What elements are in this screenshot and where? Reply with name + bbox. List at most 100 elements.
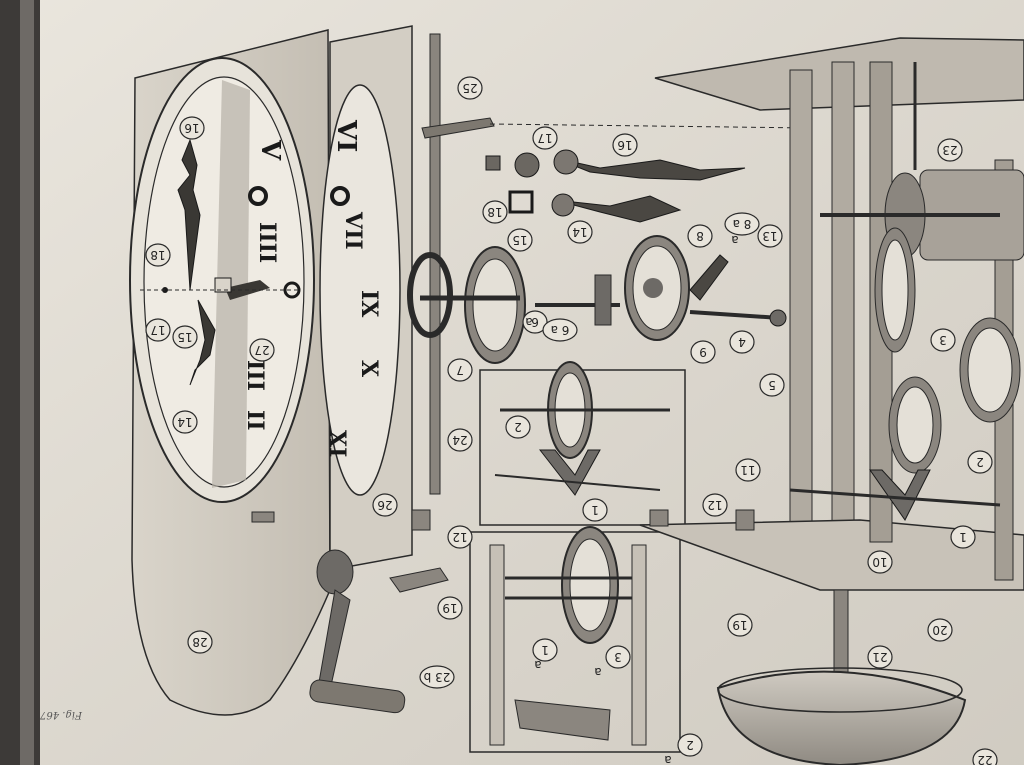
numeral-iiii: IIII <box>254 222 280 263</box>
wheel-7 <box>420 246 526 364</box>
dial-plate: V IIII III II <box>129 29 331 716</box>
callout-circle-c8a <box>724 212 760 236</box>
callout-circle-c28 <box>187 630 213 654</box>
callout-c12b: 12 <box>452 530 467 544</box>
callout-c7: 7 <box>456 363 464 377</box>
loose-hand-parts <box>485 149 746 223</box>
callout-circle-c22 <box>972 748 998 765</box>
callout-c6: 6 <box>531 315 539 329</box>
callout-ca4: a <box>731 233 738 247</box>
callout-c25: 25 <box>462 81 477 95</box>
callout-circle-c19b <box>437 596 463 620</box>
rear-numeral-vi: VI <box>331 119 361 152</box>
callout-circle-c6a <box>542 318 578 342</box>
inset-box-upper <box>479 361 686 526</box>
callout-c10: 10 <box>872 555 887 569</box>
callout-circle-c3b <box>605 645 631 669</box>
callout-circle-c2c <box>677 733 703 757</box>
callout-c15a: 15 <box>177 330 192 344</box>
callout-c23b: 23 b <box>424 670 451 684</box>
callout-circle-c3a <box>930 328 956 352</box>
callout-circle-c24 <box>447 428 473 452</box>
callout-c1b: 1 <box>959 530 967 544</box>
dial-plate-rear: VI VII IX X XI <box>319 25 413 571</box>
callout-ca2: a <box>594 665 601 679</box>
callout-circle-c23 <box>937 138 963 162</box>
callout-c2b: 2 <box>976 455 984 469</box>
callout-circle-c12a <box>702 493 728 517</box>
callout-circle-c7 <box>447 358 473 382</box>
callout-circle-c8 <box>687 224 713 248</box>
callout-circle-c25 <box>457 76 483 100</box>
callout-c12a: 12 <box>707 498 722 512</box>
callout-c8: 8 <box>696 229 704 243</box>
rear-o-mark <box>330 186 350 206</box>
callout-circle-c13 <box>757 224 783 248</box>
movement-frame <box>639 37 1024 591</box>
callout-c5: 5 <box>768 378 776 392</box>
callout-c9: 9 <box>699 345 707 359</box>
callout-ca5: a <box>664 753 671 765</box>
callout-c13: 13 <box>762 229 777 243</box>
callout-c27: 27 <box>254 343 269 357</box>
callout-circle-c16a <box>179 116 205 140</box>
callout-c24: 24 <box>452 433 467 447</box>
callout-circle-c19a <box>727 613 753 637</box>
callout-c11: 11 <box>740 463 755 477</box>
callout-c26: 26 <box>377 498 392 512</box>
figure-tag: Fig. 467 <box>39 709 83 720</box>
rear-numeral-vii: VII <box>340 211 366 250</box>
callout-c1c: 1 <box>541 643 549 657</box>
callout-c16b: 16 <box>617 138 632 152</box>
rear-numeral-x: X <box>356 360 382 378</box>
callout-c18b: 18 <box>487 205 502 219</box>
callout-c1a: 1 <box>591 503 599 517</box>
wheel-8 <box>535 235 787 341</box>
callout-circle-c15a <box>172 325 198 349</box>
callout-circle-c15b <box>507 228 533 252</box>
callout-circle-c9 <box>690 340 716 364</box>
callout-circle-c4 <box>729 330 755 354</box>
callout-circle-c16b <box>612 133 638 157</box>
callout-c2c: 2 <box>686 738 694 752</box>
callout-c4: 4 <box>738 335 746 349</box>
callout-c17a: 17 <box>150 323 165 337</box>
callout-c8a: 8 a <box>733 217 752 231</box>
callout-circle-c17a <box>145 318 171 342</box>
callout-c14a: 14 <box>177 415 192 429</box>
callout-circle-c20 <box>927 618 953 642</box>
callout-c17b: 17 <box>537 131 552 145</box>
callout-c21: 21 <box>872 650 887 664</box>
callout-circle-c23b <box>419 665 455 689</box>
callout-circle-c26 <box>372 493 398 517</box>
dial-numerals: V IIII III II <box>242 139 301 431</box>
callout-c2a: 2 <box>514 420 522 434</box>
callout-circle-c10 <box>867 550 893 574</box>
winding-crank <box>309 549 406 714</box>
callout-c6a: 6 a <box>551 323 570 337</box>
callout-circle-c5 <box>759 373 785 397</box>
rear-numeral-xi: XI <box>324 430 350 457</box>
callout-c14b: 14 <box>572 225 587 239</box>
callout-circle-c2b <box>967 450 993 474</box>
callout-ca3: a <box>525 315 532 329</box>
inset-box-lower <box>469 526 681 753</box>
callout-circle-c17b <box>532 126 558 150</box>
callout-circle-c14b <box>567 220 593 244</box>
numeral-iii: III <box>242 360 268 391</box>
callout-circle-c18b <box>482 200 508 224</box>
rear-numeral-ix: IX <box>356 290 382 318</box>
book-gutter-light <box>20 0 34 765</box>
callout-c16a: 16 <box>184 121 199 135</box>
callout-c18a: 18 <box>150 248 165 262</box>
callout-circle-c11 <box>735 458 761 482</box>
callout-circle-c27 <box>249 338 275 362</box>
callout-ca1: a <box>534 658 541 672</box>
callout-circle-c2a <box>505 415 531 439</box>
callout-circle-c1a <box>582 498 608 522</box>
numeral-o-mark <box>248 186 268 206</box>
callout-circle-c6 <box>522 310 548 334</box>
callout-circle-c21 <box>867 645 893 669</box>
callout-c3a: 3 <box>939 333 947 347</box>
